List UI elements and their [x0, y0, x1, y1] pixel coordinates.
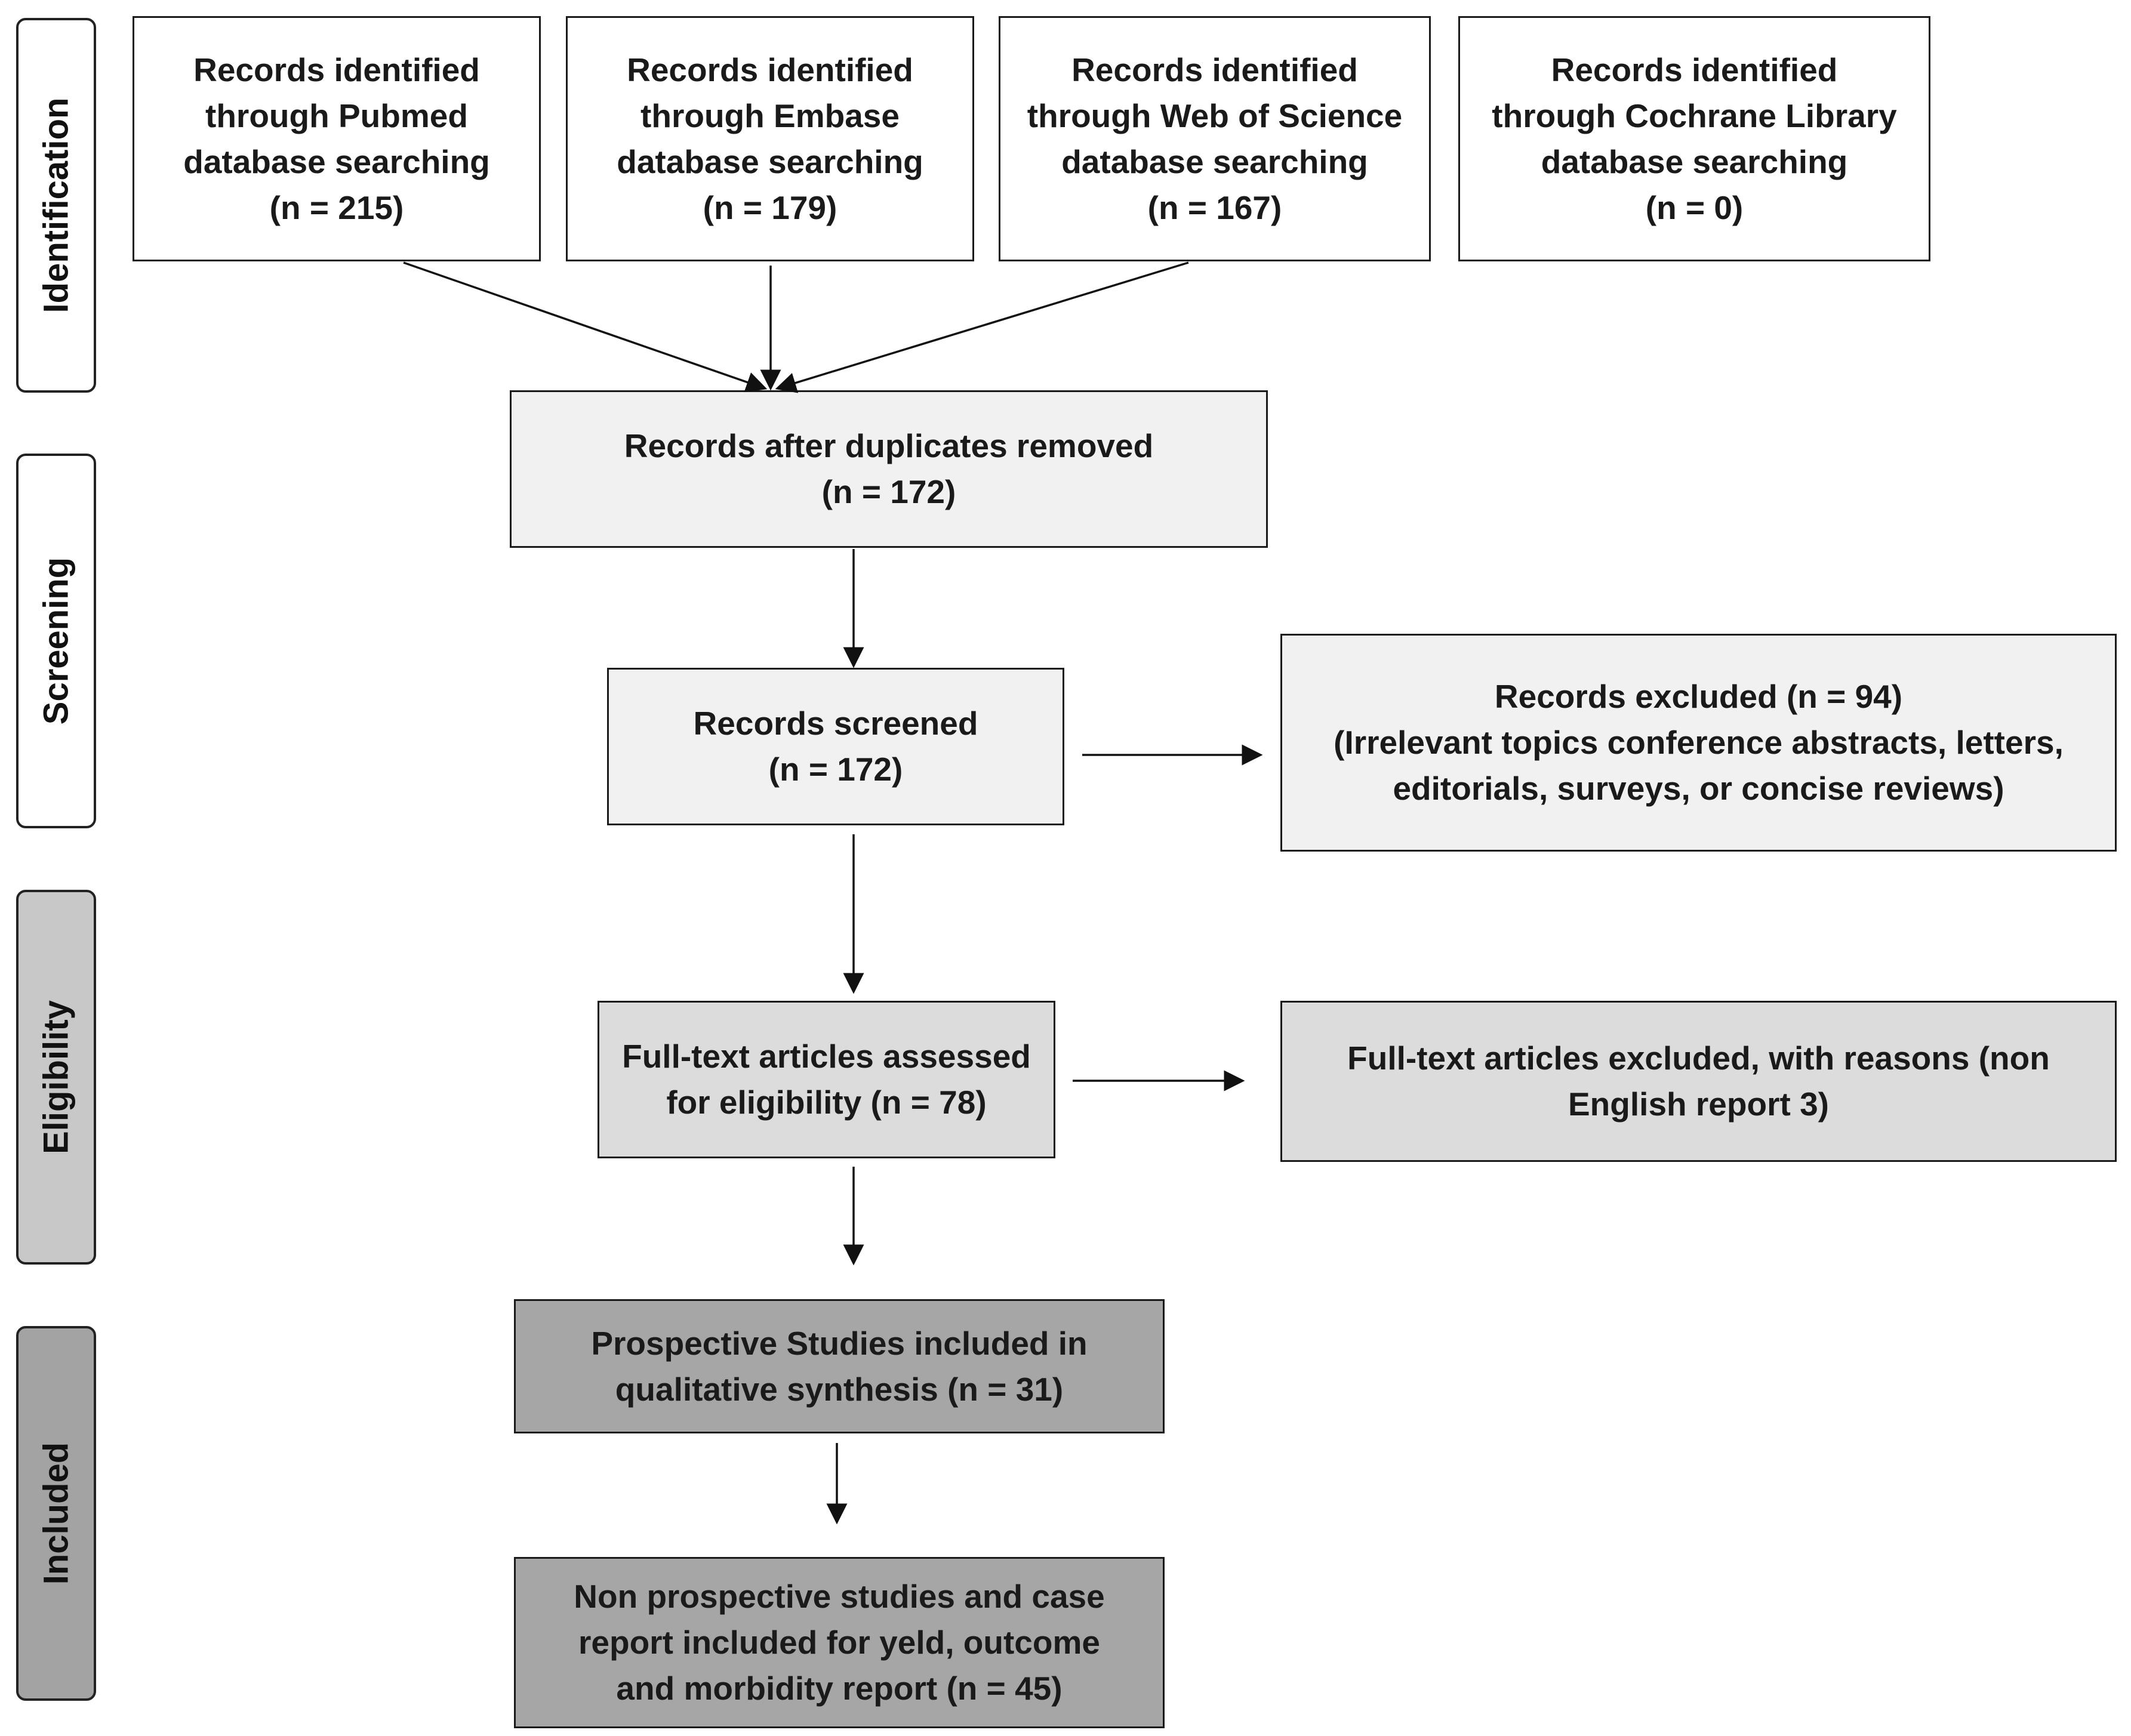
phase-included: Included — [16, 1326, 96, 1701]
box-prospective-studies: Prospective Studies included in qualitat… — [514, 1299, 1165, 1433]
box-pubmed-line-3: database searching — [183, 143, 490, 180]
phase-eligibility: Eligibility — [16, 890, 96, 1265]
box-non-prospective-line-2: report included for yeld, outcome — [578, 1624, 1100, 1661]
box-prospective-line-2: qualitative synthesis (n = 31) — [615, 1370, 1064, 1408]
box-fulltext-excluded: Full-text articles excluded, with reason… — [1280, 1001, 2117, 1162]
box-embase: Records identified through Embase databa… — [566, 16, 974, 261]
box-excluded-line-2: (Irrelevant topics conference abstracts,… — [1334, 724, 2064, 761]
arrow-wos-to-duplicates — [775, 261, 1189, 393]
box-fulltext-excluded-line-1: Full-text articles excluded, with reason… — [1347, 1040, 2050, 1077]
box-wos-line-4: (n = 167) — [1147, 189, 1282, 226]
box-cochrane-line-3: database searching — [1541, 143, 1848, 180]
box-pubmed-line-2: through Pubmed — [205, 97, 468, 134]
box-wos-line-1: Records identified — [1071, 51, 1358, 88]
box-embase-line-4: (n = 179) — [703, 189, 837, 226]
box-cochrane-line-1: Records identified — [1551, 51, 1838, 88]
box-assessed-line-2: for eligibility (n = 78) — [666, 1084, 987, 1121]
box-fulltext-excluded-line-2: English report 3) — [1568, 1086, 1829, 1123]
box-duplicates-line-1: Records after duplicates removed — [624, 427, 1154, 464]
box-cochrane-line-4: (n = 0) — [1645, 189, 1744, 226]
box-wos-line-3: database searching — [1061, 143, 1368, 180]
arrow-pubmed-to-duplicates — [403, 261, 768, 393]
box-embase-line-3: database searching — [617, 143, 923, 180]
box-non-prospective-line-1: Non prospective studies and case — [574, 1578, 1105, 1615]
box-non-prospective-studies: Non prospective studies and case report … — [514, 1557, 1165, 1728]
box-pubmed-line-1: Records identified — [193, 51, 480, 88]
box-wos-line-2: through Web of Science — [1027, 97, 1403, 134]
box-prospective-line-1: Prospective Studies included in — [591, 1324, 1088, 1362]
box-non-prospective-line-3: and morbidity report (n = 45) — [616, 1670, 1063, 1707]
box-duplicates-line-2: (n = 172) — [821, 473, 956, 510]
box-pubmed: Records identified through Pubmed databa… — [133, 16, 541, 261]
box-pubmed-line-4: (n = 215) — [269, 189, 404, 226]
box-screened-line-2: (n = 172) — [768, 751, 903, 788]
phase-identification: Identification — [16, 18, 96, 393]
box-cochrane: Records identified through Cochrane Libr… — [1458, 16, 1930, 261]
box-embase-line-2: through Embase — [640, 97, 900, 134]
box-screened-line-1: Records screened — [693, 705, 978, 742]
phase-screening: Screening — [16, 454, 96, 828]
box-duplicates-removed: Records after duplicates removed (n = 17… — [510, 390, 1268, 548]
box-records-excluded: Records excluded (n = 94) (Irrelevant to… — [1280, 634, 2117, 852]
box-records-screened: Records screened (n = 172) — [607, 668, 1064, 825]
box-fulltext-assessed: Full-text articles assessed for eligibil… — [598, 1001, 1055, 1158]
box-embase-line-1: Records identified — [627, 51, 913, 88]
box-excluded-line-1: Records excluded (n = 94) — [1494, 678, 1903, 715]
box-excluded-line-3: editorials, surveys, or concise reviews) — [1393, 770, 2004, 807]
box-assessed-line-1: Full-text articles assessed — [622, 1038, 1031, 1075]
box-web-of-science: Records identified through Web of Scienc… — [999, 16, 1431, 261]
box-cochrane-line-2: through Cochrane Library — [1492, 97, 1897, 134]
